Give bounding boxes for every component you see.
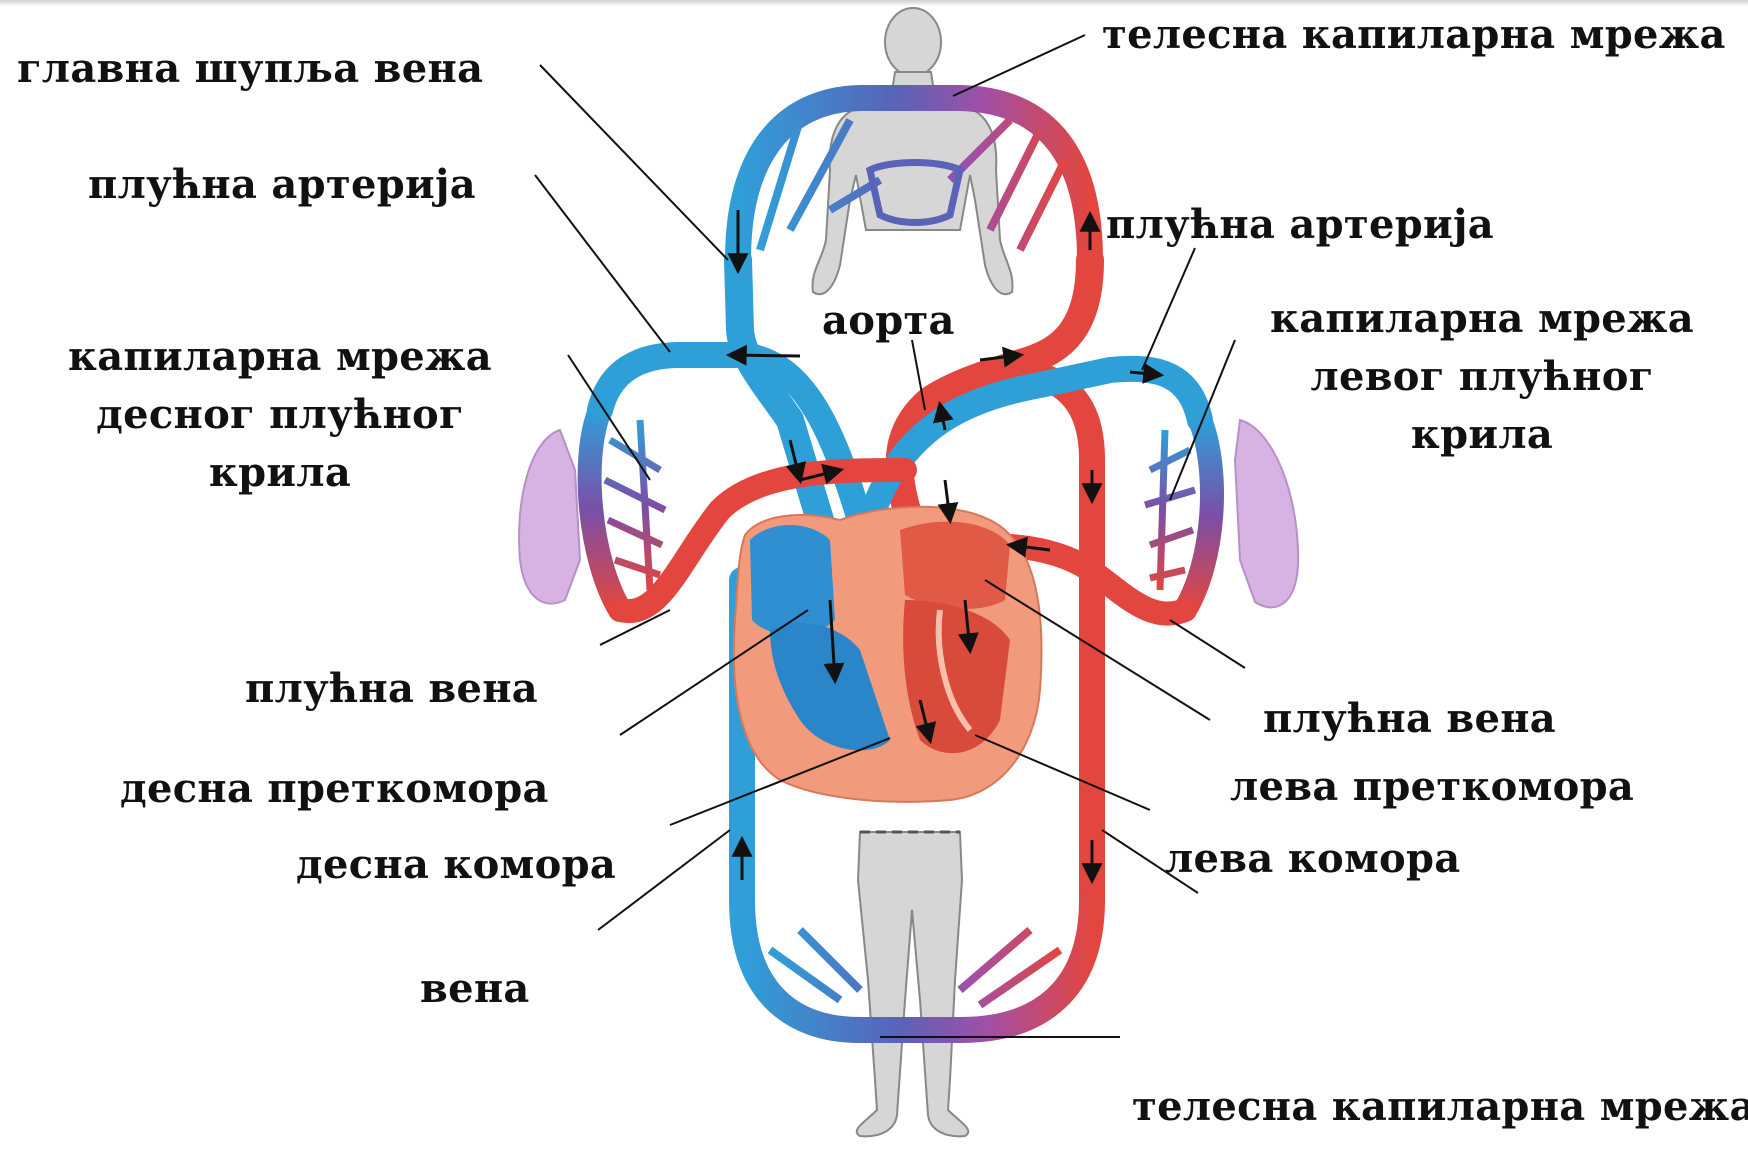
label-right-atrium: десна преткомора [120, 760, 549, 818]
label-pulmonary-vein-left: плућна вена [245, 660, 538, 718]
label-right-lung-capillaries: капиларна мрежа десног плућног крила [60, 328, 500, 502]
lower-body-figure [857, 832, 969, 1136]
label-aorta: аорта [822, 292, 955, 350]
label-body-capillaries-top: телесна капиларна мрежа [1102, 6, 1726, 64]
label-left-lung-capillaries: капиларна мрежа левог плућног крила [1262, 290, 1702, 464]
label-pulmonary-vein-right: плућна вена [1263, 690, 1556, 748]
label-vein: вена [420, 960, 530, 1018]
label-body-capillaries-bottom: телесна капиларна мрежа [1132, 1078, 1748, 1136]
descending-aorta [1040, 375, 1092, 900]
label-pulmonary-artery-right: плућна артерија [1106, 196, 1494, 254]
label-right-ventricle: десна комора [296, 836, 616, 894]
right-lung [519, 430, 580, 604]
left-atrium-shape [900, 522, 1010, 609]
right-atrium-shape [750, 525, 835, 635]
label-pulmonary-artery-left: плућна артерија [88, 156, 476, 214]
label-left-ventricle: лева комора [1165, 830, 1460, 888]
label-vena-cava: главна шупља вена [17, 40, 483, 98]
label-left-atrium: лева преткомора [1230, 758, 1634, 816]
